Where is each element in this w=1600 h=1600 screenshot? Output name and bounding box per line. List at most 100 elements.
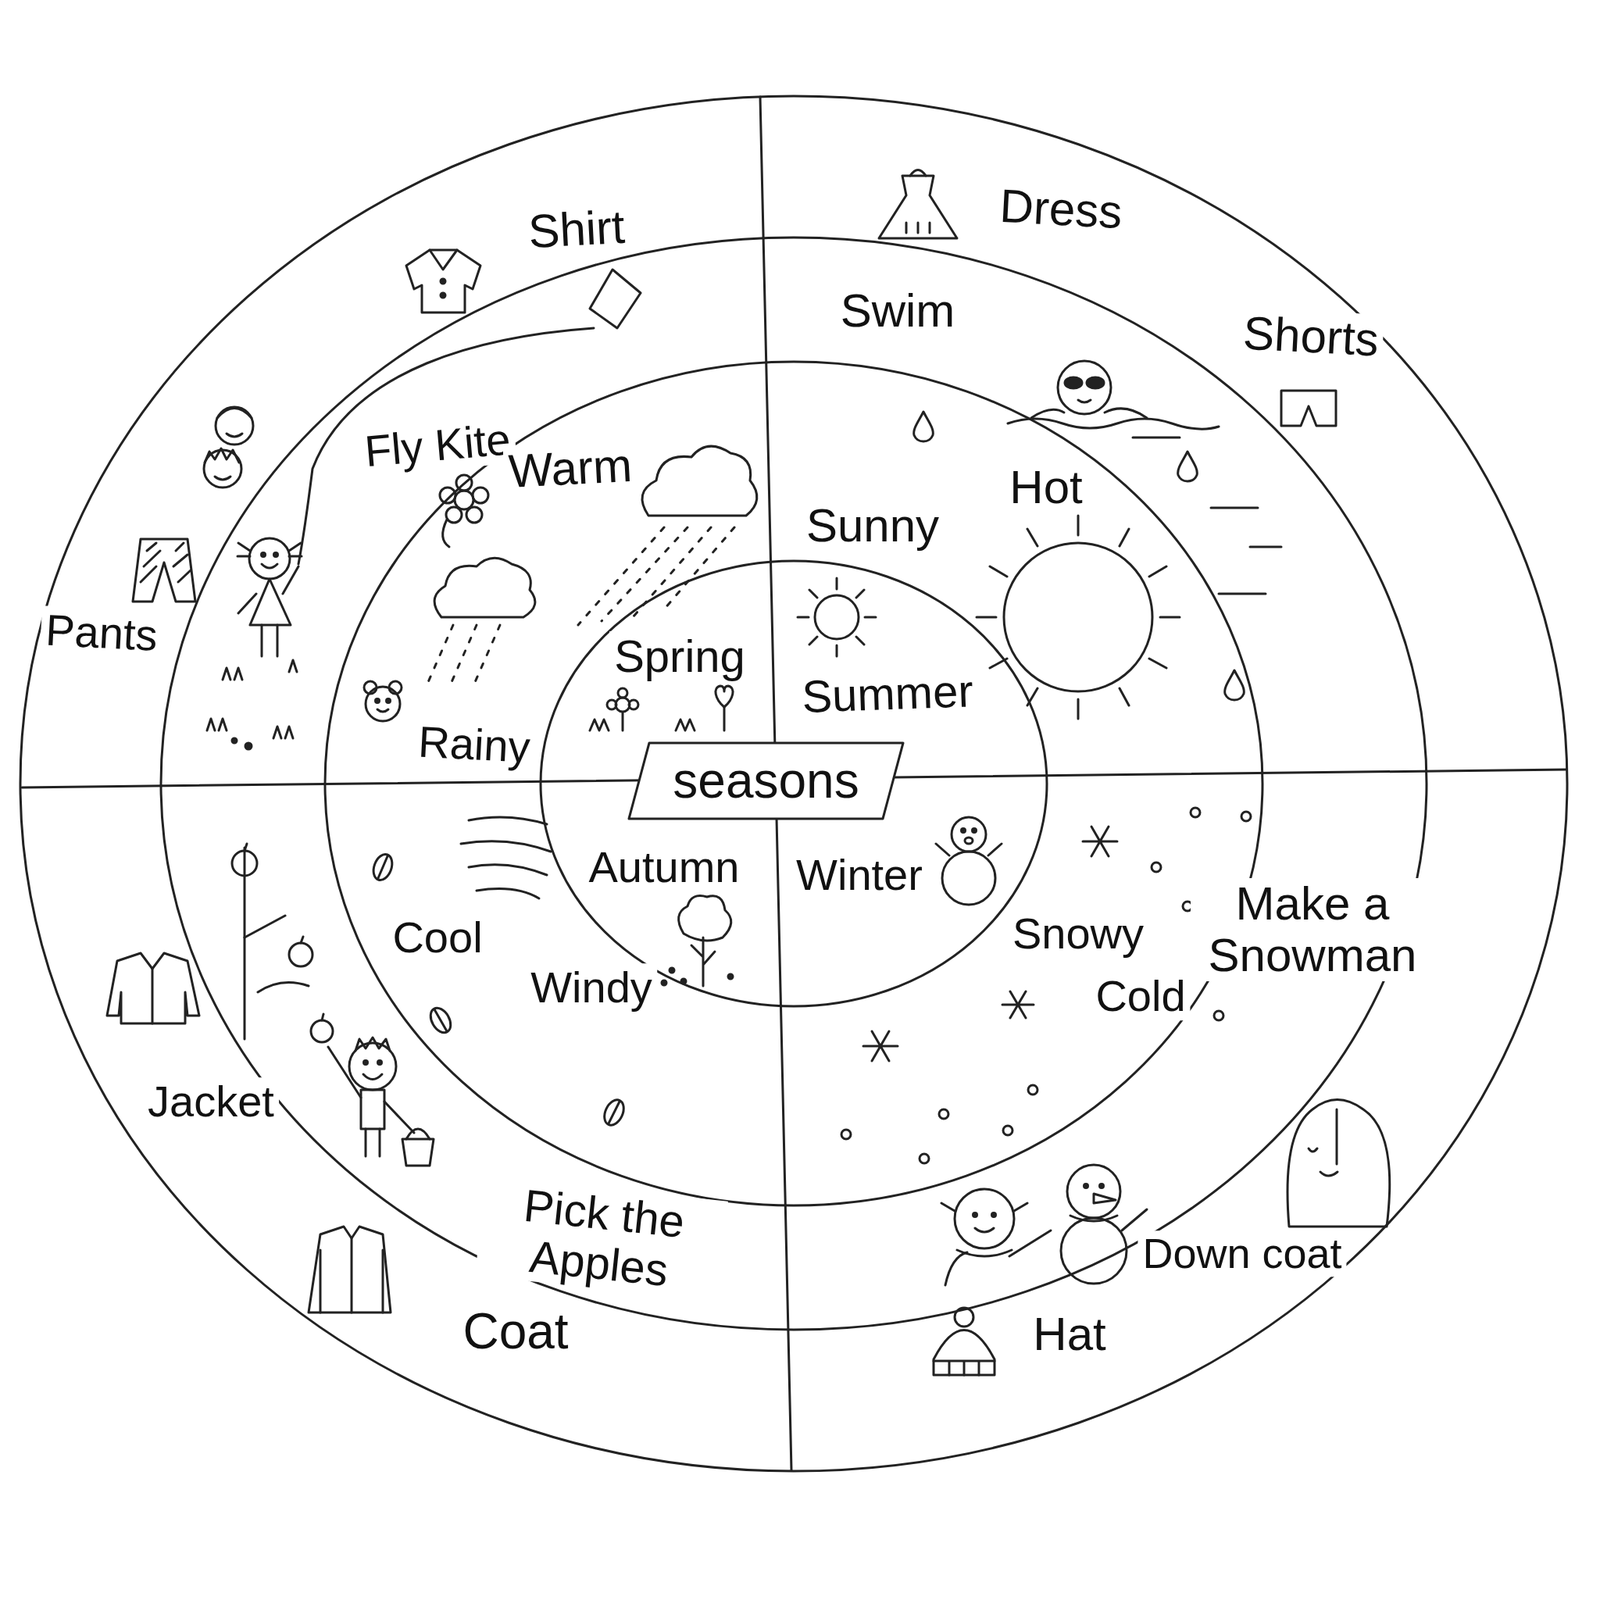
parallelogram-outline bbox=[628, 742, 904, 819]
big-snowman bbox=[1100, 1184, 1104, 1189]
swimmer bbox=[1064, 377, 1083, 389]
down-coat-icon bbox=[1308, 1148, 1318, 1152]
autumn-tree bbox=[678, 896, 732, 942]
small-sun bbox=[797, 578, 876, 657]
label-text: Rainy bbox=[412, 717, 536, 772]
small-snowman bbox=[972, 828, 977, 833]
shirt-icon bbox=[406, 250, 481, 313]
label-text: Autumn bbox=[584, 842, 745, 892]
grass bbox=[232, 738, 237, 743]
shorts-icon bbox=[1281, 390, 1336, 426]
apple-picker bbox=[365, 1128, 380, 1157]
snow-dot bbox=[1028, 1085, 1038, 1095]
children-faces bbox=[203, 407, 254, 488]
snow-girl bbox=[973, 1213, 978, 1218]
falling-leaf bbox=[434, 1009, 447, 1032]
girl-with-kite bbox=[249, 538, 290, 579]
big-snowman bbox=[1084, 1184, 1089, 1189]
snowflake bbox=[863, 1031, 898, 1061]
ring-outline bbox=[540, 560, 1047, 1007]
ring-outline bbox=[20, 96, 1568, 1472]
label-text: Snowy bbox=[1007, 909, 1149, 958]
snow-girl bbox=[992, 1213, 997, 1218]
children-faces bbox=[214, 476, 231, 480]
sweat-drop bbox=[1225, 670, 1245, 700]
quadrant-divider bbox=[21, 96, 1566, 1471]
flower bbox=[442, 519, 450, 547]
flower bbox=[439, 487, 456, 504]
pants-icon bbox=[132, 539, 196, 602]
dress-icon bbox=[878, 175, 958, 239]
apple-tree bbox=[232, 843, 333, 1043]
spring-flowers bbox=[615, 697, 630, 712]
flower-face bbox=[377, 709, 389, 712]
apple-picker bbox=[363, 1074, 383, 1080]
snow-girl bbox=[941, 1189, 1051, 1286]
shirt-icon bbox=[406, 250, 481, 313]
girl-with-kite bbox=[250, 578, 291, 625]
children-faces bbox=[215, 407, 254, 445]
label-text: Warm bbox=[503, 439, 639, 499]
down-coat-icon bbox=[1335, 1109, 1339, 1165]
snow-dot bbox=[1151, 862, 1161, 872]
apple-tree bbox=[310, 1020, 333, 1043]
hat-icon bbox=[954, 1307, 974, 1327]
snow-dot bbox=[1241, 811, 1251, 822]
swimmer bbox=[1086, 377, 1104, 389]
snowflake bbox=[1002, 991, 1034, 1018]
snow-dot bbox=[841, 1129, 851, 1140]
snowflake bbox=[863, 1031, 898, 1061]
big-snowman bbox=[1070, 1215, 1118, 1222]
dress-icon bbox=[906, 222, 930, 233]
shirt-icon bbox=[440, 292, 446, 298]
small-snowman bbox=[964, 837, 973, 844]
jacket-icon bbox=[107, 953, 200, 1024]
apple-picker bbox=[402, 1139, 434, 1166]
snow-girl bbox=[941, 1203, 1028, 1211]
apple-picker bbox=[378, 1060, 383, 1065]
label-text: Shorts bbox=[1237, 307, 1386, 367]
swimmer bbox=[1132, 437, 1282, 594]
jacket-icon bbox=[151, 968, 154, 1024]
snow-dot bbox=[1214, 1010, 1224, 1021]
flower-face bbox=[365, 686, 400, 722]
flower-face bbox=[364, 681, 377, 694]
girl-with-kite bbox=[274, 553, 279, 558]
falling-leaf bbox=[600, 1096, 628, 1129]
label-text: Winter bbox=[791, 850, 928, 900]
children-faces bbox=[217, 408, 252, 419]
label-text: Summer bbox=[796, 665, 979, 722]
spring-flowers bbox=[607, 700, 617, 710]
snowflake bbox=[1002, 991, 1034, 1018]
label-text: Cool bbox=[387, 913, 487, 962]
sweat-drop bbox=[914, 411, 1245, 700]
apple-picker bbox=[406, 1128, 430, 1140]
hot-sun bbox=[976, 515, 1180, 719]
apple-tree bbox=[232, 850, 258, 876]
kite bbox=[589, 269, 641, 329]
coat-icon bbox=[308, 1226, 391, 1313]
falling-leaf bbox=[608, 1101, 620, 1124]
flower bbox=[466, 507, 483, 523]
pants-icon bbox=[132, 539, 196, 602]
snow-dot bbox=[1190, 807, 1200, 818]
snow-girl bbox=[975, 1228, 994, 1233]
big-snowman bbox=[1067, 1164, 1121, 1218]
snow-dot bbox=[919, 1153, 929, 1164]
girl-with-kite bbox=[237, 542, 302, 557]
label-text: Hot bbox=[1004, 461, 1087, 514]
girl-with-kite bbox=[237, 538, 302, 657]
cloud-rain bbox=[642, 446, 758, 516]
snow-girl bbox=[954, 1189, 1015, 1249]
big-snowman bbox=[1121, 1209, 1147, 1231]
shirt-icon bbox=[429, 250, 458, 270]
small-snowman bbox=[935, 843, 1002, 856]
apple-tree bbox=[321, 1014, 324, 1021]
falling-leaf bbox=[426, 1004, 455, 1036]
flower bbox=[454, 490, 474, 510]
coat-icon bbox=[308, 1226, 391, 1313]
grass bbox=[222, 660, 297, 680]
shirt-icon bbox=[440, 278, 446, 284]
spring-flowers bbox=[589, 685, 733, 731]
